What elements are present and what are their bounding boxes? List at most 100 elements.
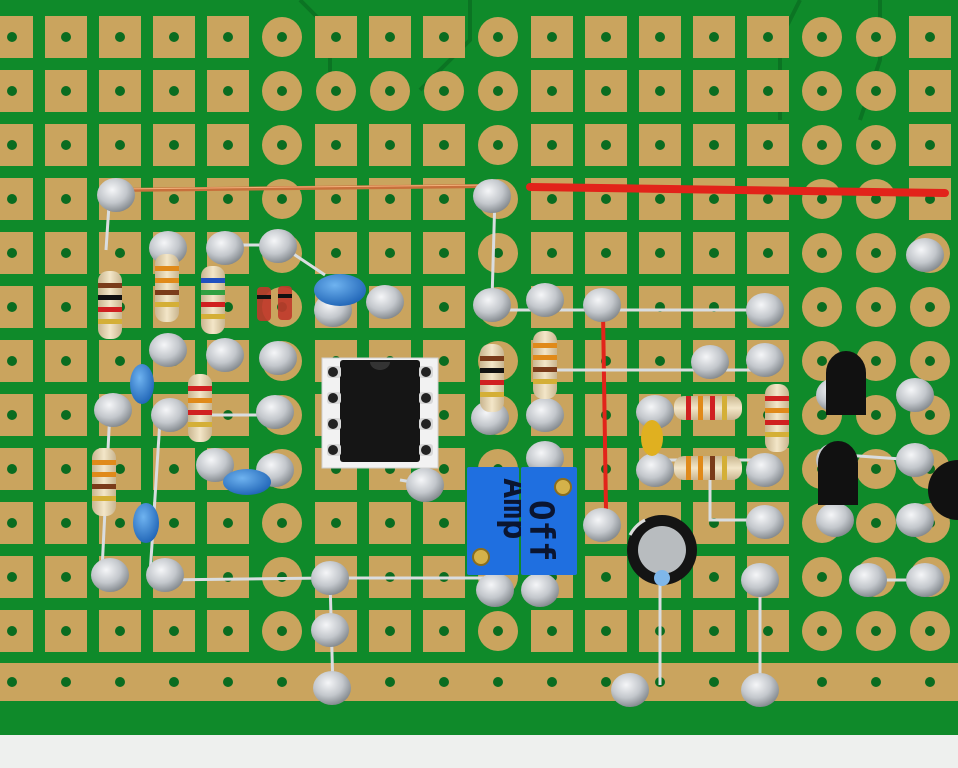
pad-hole (817, 248, 827, 258)
resistor-band (765, 420, 789, 425)
solder-joint (206, 338, 244, 372)
bus-hole (493, 677, 503, 687)
pad-hole (223, 140, 233, 150)
pad-hole (385, 626, 395, 636)
red-jumper-wire (526, 183, 949, 197)
pad-hole (439, 140, 449, 150)
resistor-band (155, 290, 179, 295)
pad-hole (925, 356, 935, 366)
pad-hole (223, 626, 233, 636)
pad-hole (925, 140, 935, 150)
pad-hole (439, 464, 449, 474)
pad-hole (61, 140, 71, 150)
solder-joint (146, 558, 184, 592)
resistor-band (533, 343, 557, 348)
pad-hole (115, 464, 125, 474)
pad-hole (7, 518, 17, 528)
solder-joint (526, 283, 564, 317)
pad-hole (277, 140, 287, 150)
pad-hole (763, 32, 773, 42)
resistor (188, 374, 212, 442)
solder-joint (94, 393, 132, 427)
resistor (674, 456, 742, 480)
resistor-band (98, 319, 122, 324)
pad-hole (223, 32, 233, 42)
resistor-band (480, 368, 504, 373)
resistor-band (710, 396, 715, 420)
resistor-band (480, 380, 504, 385)
solder-joint (473, 288, 511, 322)
solder-joint (526, 398, 564, 432)
ic-pin-hole (328, 367, 338, 377)
copper-jumper-wire (117, 184, 491, 192)
solder-joint (746, 505, 784, 539)
to92-transistor (826, 351, 866, 415)
pad-hole (493, 140, 503, 150)
pad-hole (493, 626, 503, 636)
pad-hole (223, 194, 233, 204)
pad-hole (7, 194, 17, 204)
resistor (480, 344, 504, 412)
pad-hole (547, 32, 557, 42)
pad-hole (709, 194, 719, 204)
bus-hole (871, 677, 881, 687)
solder-joint (746, 293, 784, 327)
resistor (98, 271, 122, 339)
pad-hole (871, 518, 881, 528)
pad-hole (601, 32, 611, 42)
to92-transistor (818, 441, 858, 505)
blue-capacitor (223, 469, 271, 495)
pad-hole (601, 248, 611, 258)
pad-hole (115, 32, 125, 42)
pad-hole (115, 140, 125, 150)
bottom-copper-bus (0, 663, 958, 701)
resistor-band (533, 355, 557, 360)
solder-joint (741, 563, 779, 597)
pad-hole (277, 194, 287, 204)
pad-hole (331, 32, 341, 42)
pad-hole (169, 518, 179, 528)
pad-hole (61, 302, 71, 312)
pad-hole (709, 32, 719, 42)
pad-hole (439, 356, 449, 366)
pad-hole (871, 302, 881, 312)
pad-hole (385, 248, 395, 258)
resistor-band (480, 392, 504, 397)
pad-hole (709, 248, 719, 258)
pad-hole (871, 32, 881, 42)
pad-hole (331, 140, 341, 150)
pad-hole (763, 626, 773, 636)
bus-hole (61, 677, 71, 687)
solder-joint (583, 288, 621, 322)
pad-hole (223, 86, 233, 96)
resistor (765, 384, 789, 452)
pad-hole (7, 626, 17, 636)
resistor-band (533, 379, 557, 384)
resistor-band (188, 422, 212, 427)
pad-hole (925, 32, 935, 42)
bus-hole (115, 677, 125, 687)
pad-hole (385, 194, 395, 204)
pad-hole (601, 86, 611, 96)
resistor-band (698, 456, 703, 480)
resistor-band (765, 408, 789, 413)
pad-hole (817, 86, 827, 96)
pad-hole (871, 626, 881, 636)
pad-hole (277, 518, 287, 528)
pad-hole (709, 626, 719, 636)
pad-hole (925, 302, 935, 312)
blue-capacitor (130, 364, 154, 404)
resistor (92, 448, 116, 516)
pad-hole (7, 356, 17, 366)
bus-hole (385, 677, 395, 687)
pad-hole (493, 86, 503, 96)
solder-joint (149, 333, 187, 367)
pad-hole (331, 518, 341, 528)
pad-hole (439, 518, 449, 528)
pad-hole (439, 248, 449, 258)
pad-hole (7, 464, 17, 474)
bus-hole (223, 677, 233, 687)
pad-hole (655, 356, 665, 366)
solder-joint (636, 453, 674, 487)
